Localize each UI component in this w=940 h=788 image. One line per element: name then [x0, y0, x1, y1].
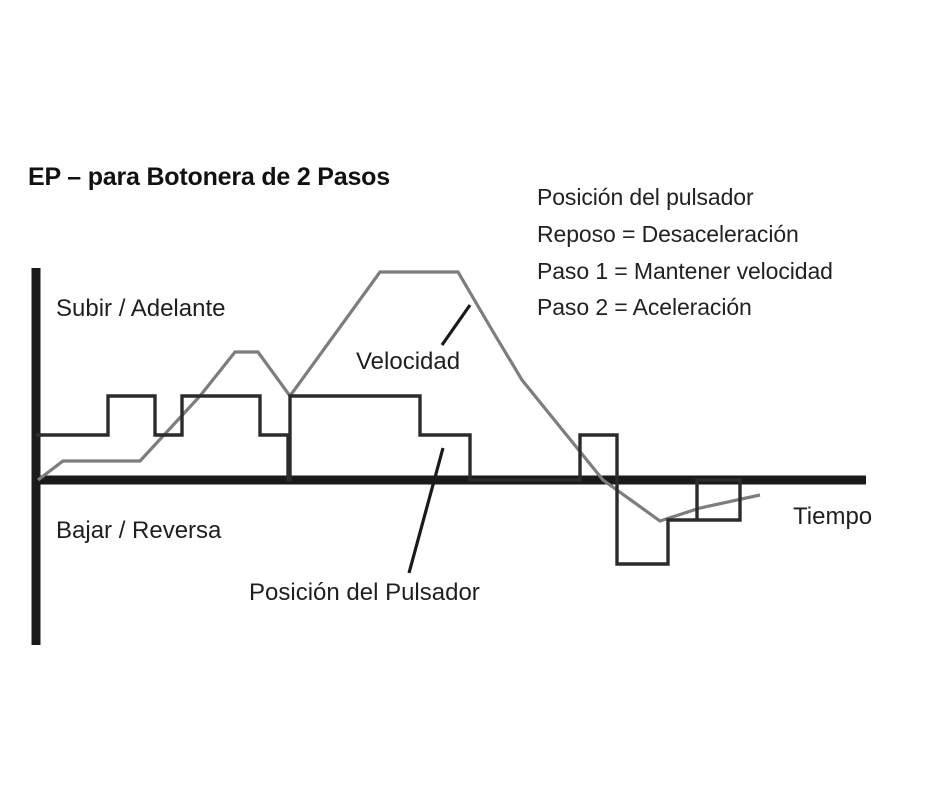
legend-line-0: Posición del pulsador — [537, 184, 754, 210]
legend-line-1: Reposo = Desaceleración — [537, 221, 799, 247]
pushbutton-trace — [36, 394, 742, 566]
leader-lines-group — [407, 304, 472, 574]
axis-label-negative-direction: Bajar / Reversa — [56, 517, 222, 544]
axis-label-time: Tiempo — [793, 503, 873, 530]
velocity-leader-line — [440, 304, 472, 346]
legend-line-2: Paso 1 = Mantener velocidad — [537, 258, 833, 284]
axes-group — [31, 268, 866, 645]
series-label-pushbutton: Posición del Pulsador — [249, 579, 480, 606]
series-label-velocity: Velocidad — [356, 348, 461, 375]
axis-label-positive-direction: Subir / Adelante — [56, 295, 226, 322]
page-title: EP – para Botonera de 2 Pasos — [28, 163, 390, 191]
velocity-trace — [37, 270, 761, 523]
legend-line-3: Paso 2 = Aceleración — [537, 294, 752, 320]
pushbutton-leader-line — [407, 447, 445, 574]
